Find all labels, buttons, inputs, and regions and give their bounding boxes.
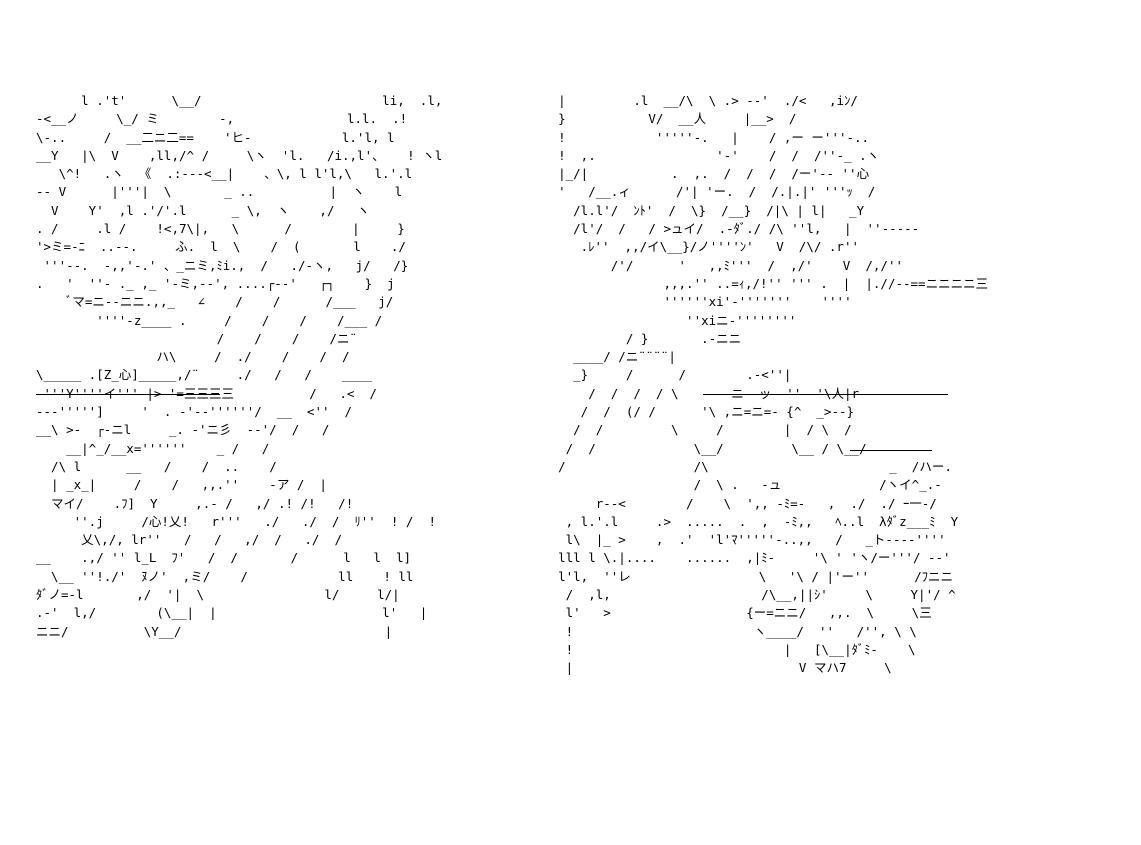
- art-line: / / \__/ \__ / \__/: [528, 440, 867, 456]
- art-line: | .l __/\ \ .> --' ./< ,iﾝ/: [528, 93, 858, 108]
- art-line: / /\ _ /ハー.: [528, 458, 952, 474]
- art-line: マイ/ .ﾌ] Y ,.- / ,/ .! /! /!: [36, 495, 354, 511]
- art-line: / / \ / | / \ /: [528, 422, 852, 438]
- art-line: / / / / \ ニ--ッ--'' '\人|r: [528, 385, 859, 401]
- art-line: __\ >- ┌-ニl _. -'ニ彡 --'/ / /: [36, 422, 330, 438]
- art-line: .ﾚ'' ,,/イ\__}/ノ''''ﾝ' V /\/ .r'': [528, 239, 859, 255]
- art-line: -- V |'''| \ _ .. | ヽ l: [36, 184, 403, 200]
- art-line: / \ . -ュ /ヽイ^_.-: [528, 477, 942, 493]
- art-line: -'''Y''''イ''' |>-'=三三三三 / .< /: [36, 385, 377, 401]
- art-line: _} / / .-<''|: [528, 367, 792, 383]
- art-line: /l'/ / / >ュイ/ .-ﾀﾞ./ /\ ''l, | ''-----: [528, 221, 920, 237]
- art-line: V Y' ,l .'/'.l _ \, ヽ ,/ ヽ: [36, 202, 370, 218]
- art-line: /\ l __ / / .. /: [36, 458, 277, 474]
- art-line: .-' l,/ (\__| | l' |: [36, 605, 428, 621]
- art-line: ' /__.ィ /'| 'ー. / /.|.|' '''ｯ /: [528, 184, 876, 200]
- art-line: | V マハ7 \: [528, 660, 892, 676]
- right-art-panel: | .l __/\ \ .> --' ./< ,iﾝ/ } V/ __人 |__…: [528, 92, 988, 678]
- art-line: /l.l'/ ﾝﾄ' / \} /__} /|\ | l| _Y: [528, 202, 865, 218]
- art-line: ''''-z____ . / / / /___ /: [36, 312, 383, 328]
- art-line: , l.'.l .> ..... . , -ﾐ,, ﾍ..l λﾀﾞz___ﾐ …: [528, 513, 959, 529]
- art-line: ---'''''] ' . -'--''''''/ __ <'' /: [36, 404, 353, 420]
- art-line: / / (/ / '\ ,ニ=ニ=- {^ _>--}: [528, 404, 855, 420]
- art-line: ! ヽ____/ '' /'', \ \: [528, 623, 917, 639]
- art-line: '''--. -,,'-.' 、_ニミ,ﾐi., / ./-ヽ, j/ /}: [36, 257, 409, 273]
- art-line: \^! .ヽ 《 .:---<__| 、\, l l'l,\ l.'.l: [36, 166, 413, 182]
- left-panel-horizontal-rule: [36, 394, 220, 395]
- art-line: ! '''''-. | / ,ー ー'''-..: [528, 129, 870, 145]
- art-line: '>ミ=-ﾆ ..--. ふ. l \ / ( l ./: [36, 239, 406, 255]
- art-line: / ,l, /\__,||ｼ' \ Y|'/ ^: [528, 587, 956, 603]
- art-line: /'/ ' ,,ﾐ''' / ,/' V /,/'': [528, 257, 904, 273]
- art-line: -<__ノ \_/ ミ -, l.l. .!: [36, 111, 408, 127]
- art-line: 乂\,/, lr'' / / ,/ / ./ /: [36, 532, 342, 548]
- art-line: ''xiニ-'''''''': [528, 312, 797, 328]
- art-line: . ' ''- ._ ,_ '-ミ,--', ....┌--' ┌┐ } j: [36, 275, 395, 291]
- art-line: \_____ .[Z_心]_____,/¨ ./ / / ____: [36, 367, 373, 383]
- art-line: ﾀﾞノ=-l ,/ '| \ l/ l/|: [36, 587, 400, 603]
- art-line: r--< / \ ',, -ﾐ=- , ./ ./ ｰ一-/: [528, 495, 937, 511]
- art-line: / / / /ニ¨: [36, 330, 358, 346]
- art-line: ''''''xi'-''''''' '''': [528, 294, 852, 310]
- art-line: ﾞマ=ニ--ニニ.,,_ ∠ / / /___ j/: [36, 294, 394, 310]
- art-line: ! ,. '-' / / /''-_ .ヽ: [528, 147, 880, 163]
- art-line: |_/| . ,. / / / /ー'-- ''心: [528, 166, 870, 182]
- art-line: l' > {ー=ニニ/ ,,. \ \三: [528, 605, 932, 621]
- art-line: lll l \.|.... ...... ,|ﾐ- '\ ' 'ヽ/ー'''/ …: [528, 550, 951, 566]
- art-line: ''.j /心!乂! r''' ./ ./ / ﾘ'' ! / !: [36, 513, 437, 529]
- art-line: l\ |_ > , .' 'l'ﾏ'''''-..,, / _ト----'''': [528, 532, 946, 548]
- art-line: . / .l / !<,7\|, \ / | }: [36, 221, 405, 237]
- art-line: ニニ/ \Y__/ |: [36, 623, 393, 639]
- art-line: ! | [\__|ﾀﾞﾐ- \: [528, 641, 916, 657]
- right-panel-horizontal-rule: [703, 394, 948, 395]
- art-line: / } .-ニニ: [528, 330, 742, 346]
- art-line: __|^_/__x='''''' _ / /: [36, 440, 270, 456]
- sword-blade-line: [850, 450, 932, 451]
- art-line: \__ ''!./' ﾇノ' ,ミ/ / ll ! ll: [36, 568, 414, 584]
- art-line: ハ\ / ./ / / /: [36, 349, 350, 365]
- art-line: | _x_| / / ,,.'' -ア / |: [36, 477, 327, 493]
- art-line: } V/ __人 |__> /: [528, 111, 797, 127]
- art-line: ,,,.'' ..=ｨ,/!'' ''' . | |.//--==ニニニニ三: [528, 275, 989, 291]
- art-line: __Y |\ V ,ll,/^ / \ヽ 'l. /i.,l'、 ! ヽl: [36, 147, 443, 163]
- left-art-panel: l .'t' \__/ li, .l, -<__ノ \_/ ミ -, l.l. …: [36, 92, 442, 641]
- art-line: __ .,/ '' l_L ﾌ' / / / l l l]: [36, 550, 412, 566]
- art-line: l'l, ''レ \ '\ / |'ー'' /ﾌニニ: [528, 568, 954, 584]
- art-line: \-.. / __二ニ二== 'ヒ- l.'l, l: [36, 129, 395, 145]
- art-line: ____/ /ニ¨¨¨¨|: [528, 349, 676, 365]
- art-line: l .'t' \__/ li, .l,: [36, 93, 443, 108]
